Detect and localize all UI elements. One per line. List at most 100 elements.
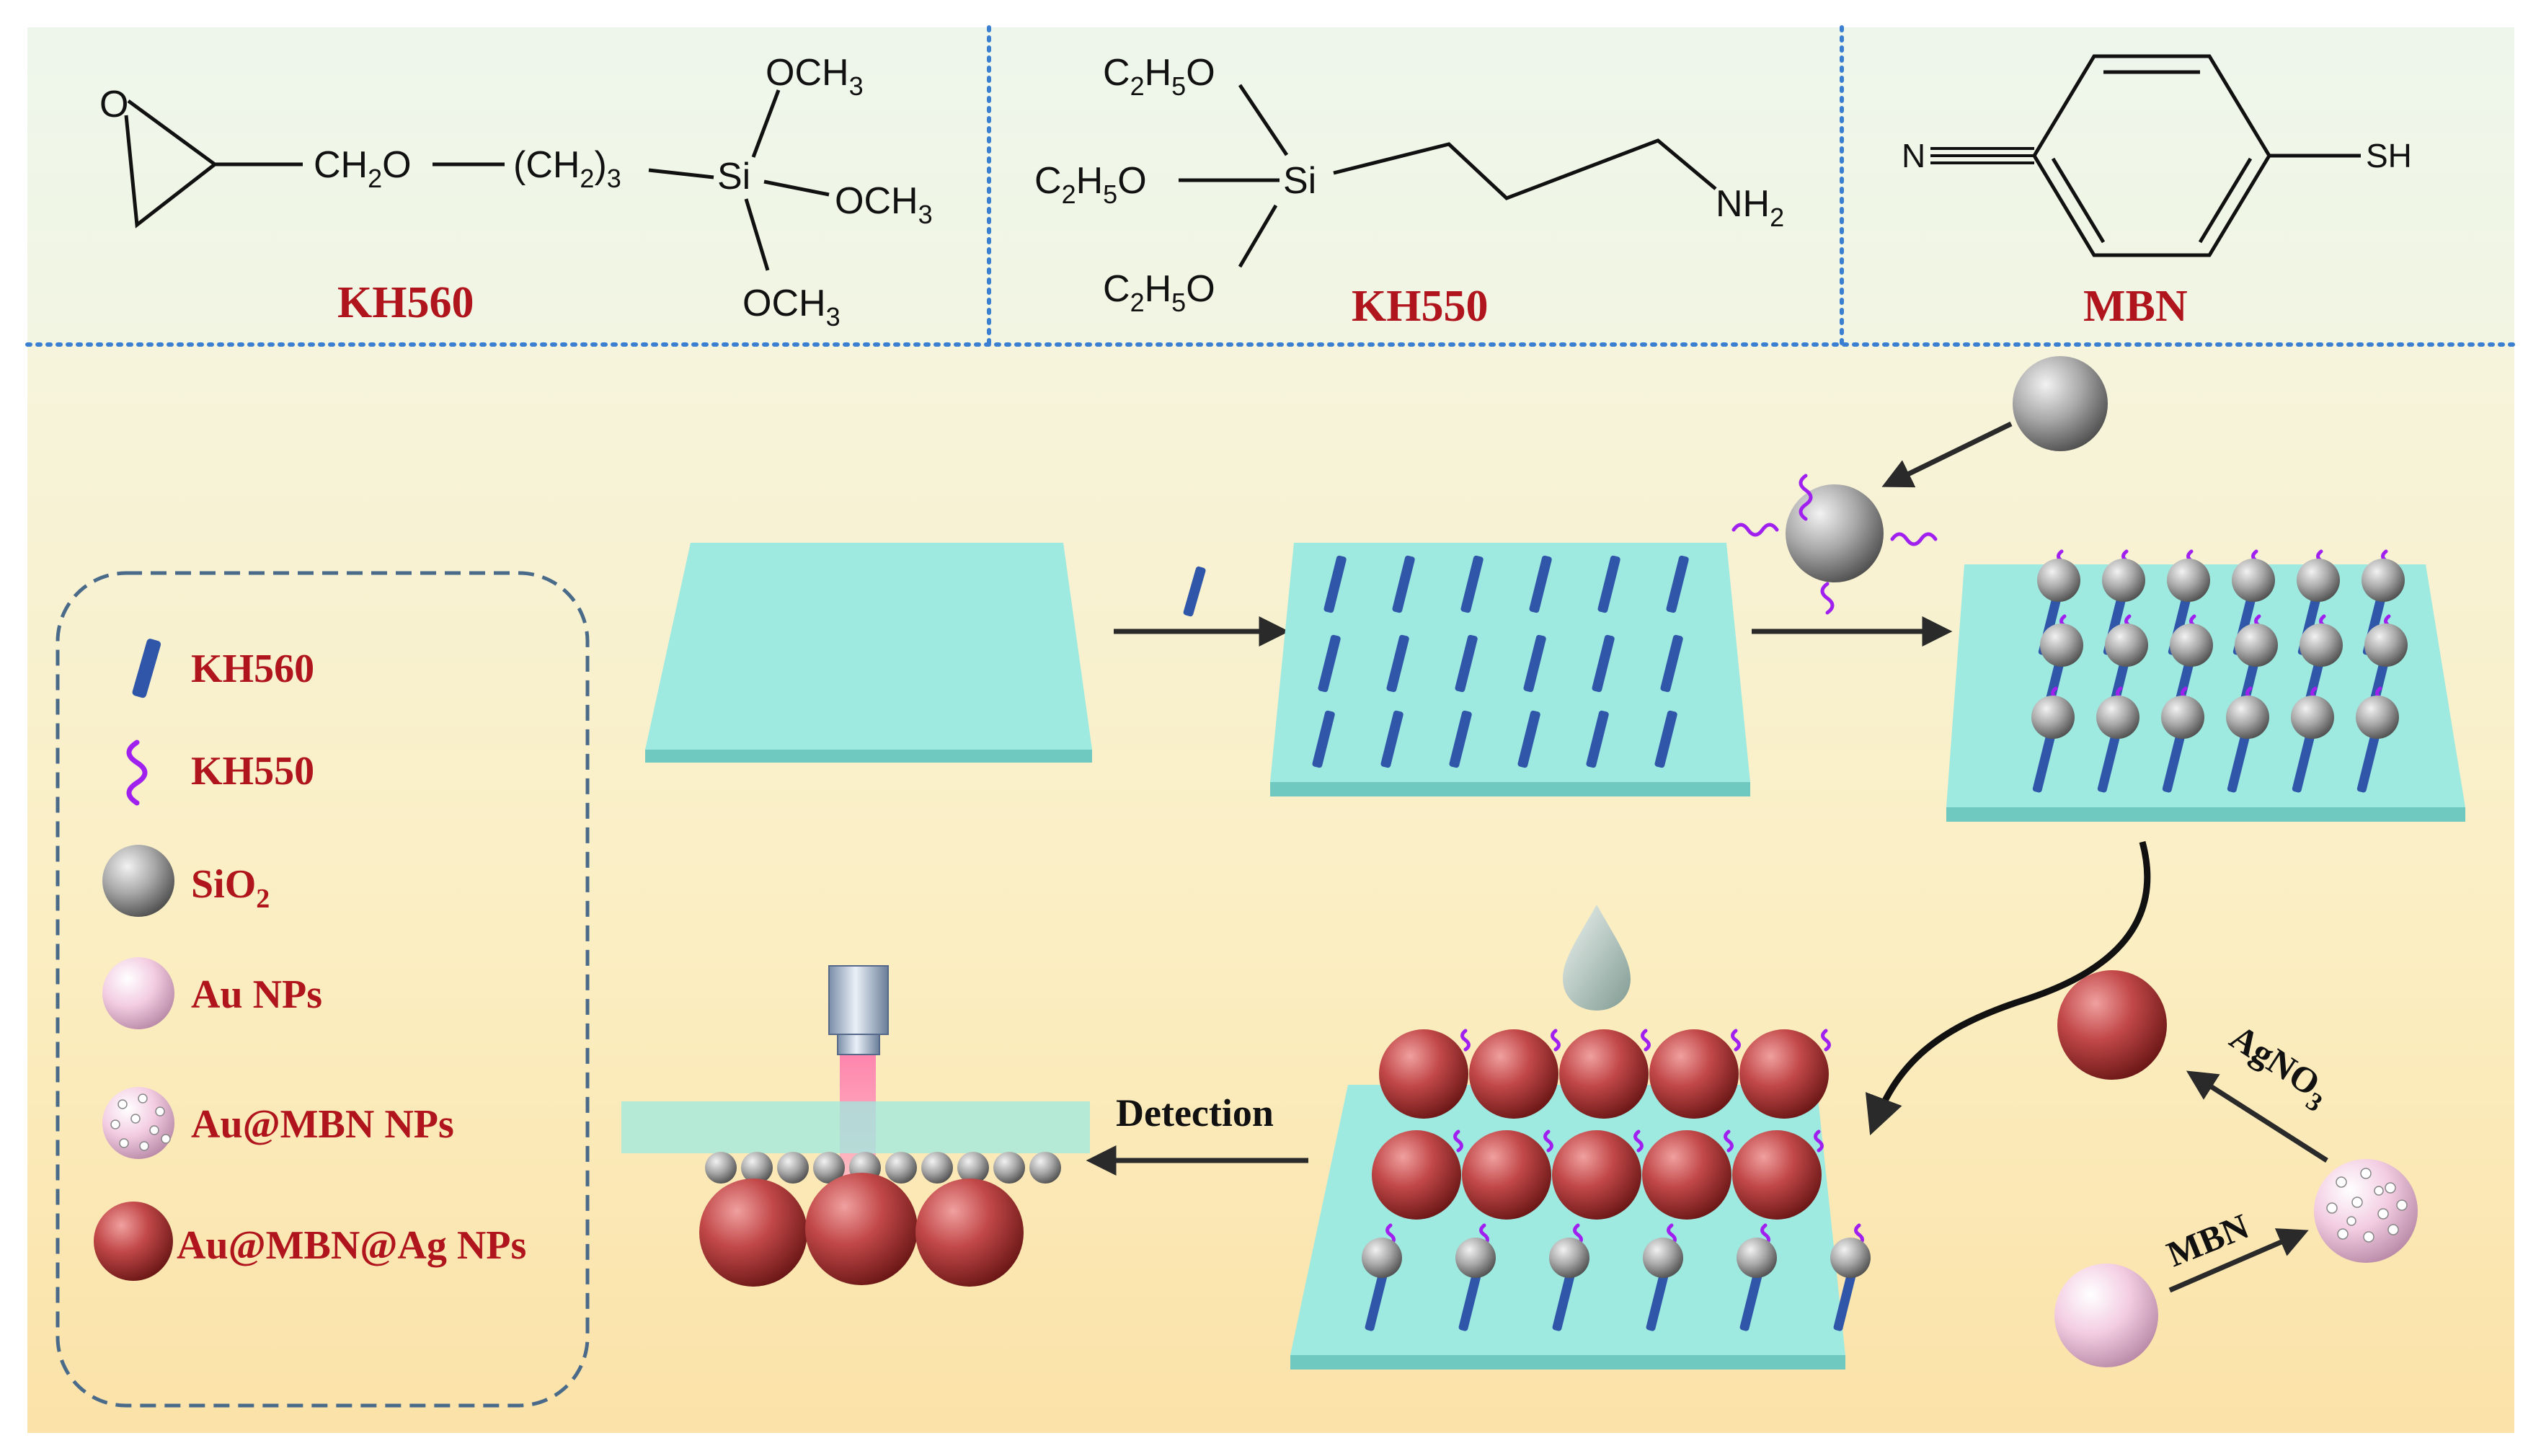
kh560-rod <box>1592 634 1615 693</box>
arrow-sio2-attach <box>1881 421 2013 488</box>
au-mbn-ag-np <box>1642 1130 1731 1220</box>
sio2-sphere <box>2364 623 2408 667</box>
sio2-sphere <box>1549 1238 1589 1278</box>
kh560-rod <box>2097 724 2122 793</box>
sio2-sphere <box>2102 559 2145 602</box>
sio2-sphere <box>1029 1152 1061 1184</box>
sio2-sphere <box>2031 696 2075 739</box>
kh560-rod <box>1458 1265 1483 1331</box>
structures-panel-background <box>27 27 2514 345</box>
kh560-rod <box>2162 724 2187 793</box>
arrow-agno3 <box>2186 1070 2328 1163</box>
kh560-rod <box>1392 555 1415 613</box>
legend-label: KH550 <box>191 749 314 794</box>
kh560-rod <box>1386 634 1409 693</box>
sio2-sphere <box>2356 696 2399 739</box>
kh560-rod <box>2227 724 2252 793</box>
kh550-linker <box>1641 1029 1651 1052</box>
sio2-sphere <box>2232 559 2275 602</box>
au-mbn-np-dots <box>2326 1168 2408 1243</box>
arrow-mbn <box>2168 1228 2309 1293</box>
svg-text:NH2: NH2 <box>1716 183 1784 232</box>
legend-label: SiO2 <box>191 862 270 914</box>
kh560-rod <box>1460 555 1484 613</box>
kh560-rod <box>1517 710 1540 768</box>
legend-au-mbn-dots <box>110 1093 171 1151</box>
kh560-atom-o: O <box>99 84 128 125</box>
process-panel-background <box>27 345 2514 1433</box>
sio2-sphere <box>2161 696 2204 739</box>
au-mbn-ag-np <box>1559 1029 1649 1119</box>
sio2-unit-array-bottom <box>1362 1223 1871 1331</box>
au-mbn-ag-np <box>1379 1029 1468 1119</box>
kh560-rod <box>1597 555 1620 613</box>
sio2-sphere <box>2096 696 2139 739</box>
sio2-sphere <box>1643 1238 1683 1278</box>
svg-text:CH2O: CH2O <box>314 144 412 193</box>
kh560-rod <box>1380 710 1403 768</box>
detection-red-np <box>915 1178 1024 1287</box>
kh550-linker <box>1731 1029 1741 1052</box>
detection-label: Detection <box>1116 1091 1274 1135</box>
legend-sio2-sphere <box>102 845 174 917</box>
kh560-rod <box>1660 634 1683 693</box>
au-mbn-ag-np-layer <box>1372 1029 1831 1220</box>
kh560-si: Si <box>717 156 750 197</box>
sio2-sphere <box>993 1152 1025 1184</box>
au-mbn-ag-np <box>1462 1130 1551 1220</box>
objective-lens-tip <box>837 1034 880 1055</box>
sio2-sphere <box>2013 356 2108 451</box>
kh560-rod <box>1833 1265 1858 1331</box>
mbn-sh: SH <box>2366 137 2412 174</box>
kh560-rod <box>1523 634 1546 693</box>
sio2-unit-array <box>2031 549 2408 793</box>
sio2-sphere <box>1737 1238 1777 1278</box>
kh560-rod <box>1449 710 1472 768</box>
mbn-n: N <box>1902 137 1925 174</box>
svg-text:C2H5O: C2H5O <box>1103 52 1215 101</box>
au-np-sphere <box>2054 1264 2158 1367</box>
legend-label: Au@MBN NPs <box>191 1102 454 1147</box>
kh560-reagent-rod <box>1183 566 1206 617</box>
kh560-bond <box>648 168 714 179</box>
mbn-ring-double-2 <box>2051 157 2106 244</box>
kh550-si: Si <box>1283 160 1316 202</box>
kh560-rod <box>1646 1265 1670 1331</box>
svg-text:OCH3: OCH3 <box>835 180 933 229</box>
kh560-rod <box>1586 710 1609 768</box>
kh550-name: KH550 <box>1352 282 1488 331</box>
kh560-rod <box>1529 555 1552 613</box>
kh550-linker <box>1551 1029 1561 1052</box>
svg-text:C2H5O: C2H5O <box>1103 268 1215 317</box>
au-mbn-ag-np <box>1739 1029 1829 1119</box>
legend-kh560-rod <box>132 639 161 698</box>
kh560-rod <box>1654 710 1677 768</box>
kh550-linker <box>1633 1129 1644 1153</box>
kh550-linker <box>1724 1129 1734 1153</box>
au-mbn-ag-np <box>1552 1130 1641 1220</box>
sio2-sphere <box>705 1152 737 1184</box>
sio2-sphere <box>2037 559 2080 602</box>
mbn-structure: N SH MBN <box>1902 54 2412 331</box>
au-mbn-ag-np <box>1732 1130 1822 1220</box>
substrate-step-3 <box>1946 549 2465 822</box>
sio2-sphere <box>1455 1238 1496 1278</box>
detection-setup <box>621 965 1090 1287</box>
legend-label: Au@MBN@Ag NPs <box>177 1223 526 1268</box>
legend-kh550-linker <box>126 740 148 806</box>
svg-text:OCH3: OCH3 <box>742 283 841 332</box>
sio2-sphere <box>957 1152 989 1184</box>
svg-text:OCH3: OCH3 <box>766 52 864 101</box>
sio2-sphere <box>2291 696 2334 739</box>
droplet <box>1563 905 1631 1011</box>
kh550-linker <box>1814 1129 1824 1153</box>
kh560-rod <box>1739 1265 1764 1331</box>
kh550-propyl-chain <box>1333 138 1717 200</box>
legend-label: Au NPs <box>191 972 322 1017</box>
detection-substrate <box>621 1101 1090 1153</box>
kh560-rod <box>1318 634 1341 693</box>
sio2-sphere <box>741 1152 773 1184</box>
legend: KH560 KH550 SiO2 Au NPs Au@MBN NPs Au@MB… <box>56 571 590 1408</box>
sio2-sphere <box>813 1152 845 1184</box>
kh550-linker <box>1821 1029 1831 1052</box>
